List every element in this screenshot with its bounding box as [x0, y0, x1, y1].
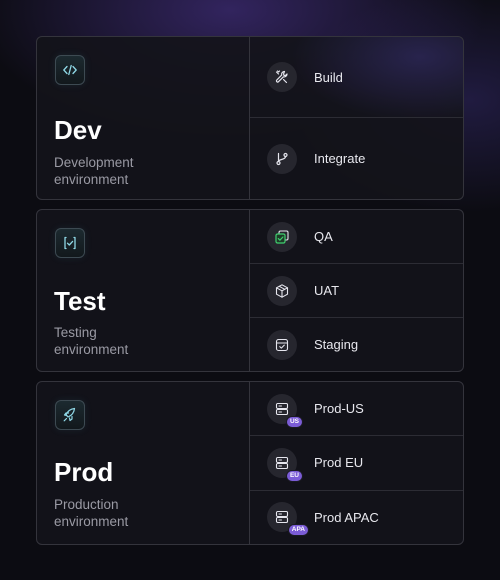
- server-icon: EU: [267, 447, 303, 482]
- stage-label: Staging: [314, 337, 359, 352]
- stage-staging[interactable]: Staging: [250, 318, 463, 371]
- tools-icon: [267, 62, 297, 92]
- stage-integrate[interactable]: Integrate: [250, 118, 463, 199]
- stage-label: QA: [314, 229, 333, 244]
- environment-title: Test: [54, 286, 106, 316]
- environment-title: Prod: [54, 457, 114, 487]
- region-badge: EU: [285, 469, 303, 482]
- staging-box-icon: [267, 329, 297, 360]
- stage-label: Build: [314, 69, 343, 85]
- environment-title: Dev: [54, 115, 102, 145]
- prod-environment-info: Prod Production environment: [37, 382, 250, 544]
- stage-build[interactable]: Build: [250, 37, 463, 118]
- stage-uat[interactable]: UAT: [250, 264, 463, 318]
- git-branch-icon: [267, 143, 297, 174]
- code-icon: [55, 55, 85, 85]
- package-icon: [267, 275, 297, 306]
- dev-environment-info: Dev Development environment: [37, 37, 250, 199]
- environment-description: Production environment: [54, 497, 129, 529]
- stage-label: Integrate: [314, 151, 366, 166]
- stage-label: UAT: [314, 283, 340, 298]
- stage-prod-us[interactable]: US Prod-US: [250, 382, 463, 437]
- stage-prod-apac[interactable]: APA Prod APAC: [250, 491, 463, 544]
- prod-environment-panel: Prod Production environment US Prod-US E…: [36, 381, 464, 545]
- test-environment-panel: Test Testing environment QA UAT: [36, 209, 464, 372]
- rocket-icon: [55, 400, 85, 430]
- region-badge: US: [285, 415, 303, 428]
- check-brackets-icon: [55, 228, 85, 258]
- dev-environment-panel: Dev Development environment Build Integr…: [36, 36, 464, 200]
- stage-label: Prod APAC: [314, 509, 379, 525]
- test-environment-info: Test Testing environment: [37, 210, 250, 371]
- server-icon: US: [267, 393, 303, 428]
- stage-label: Prod-US: [314, 401, 364, 417]
- server-icon: APA: [267, 502, 309, 537]
- environment-description: Testing environment: [54, 325, 129, 357]
- stage-qa[interactable]: QA: [250, 210, 463, 264]
- region-badge: APA: [287, 524, 309, 537]
- stage-prod-eu[interactable]: EU Prod EU: [250, 436, 463, 491]
- stage-label: Prod EU: [314, 455, 364, 471]
- environment-description: Development environment: [54, 155, 134, 187]
- qa-check-icon: [267, 221, 297, 252]
